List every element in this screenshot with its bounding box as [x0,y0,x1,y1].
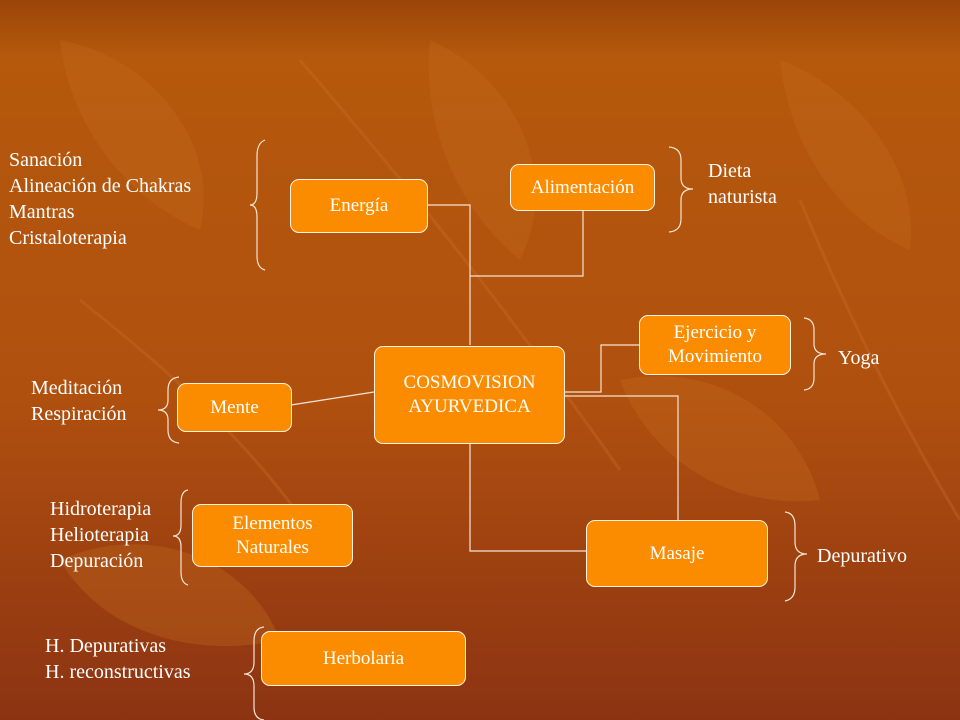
connector-ejercicio [564,344,640,393]
ejercicio-node: Ejercicio y Movimiento [639,315,791,375]
ejercicio-items: Yoga [838,347,880,369]
alimentacion-items: Dieta naturista [708,160,777,208]
center-node: COSMOVISION AYURVEDICA [374,346,565,444]
brace-masaje [784,511,808,602]
energia-items: Sanación Alineación de Chakras Mantras C… [9,149,192,249]
connector-masaje [469,444,586,552]
herbolaria-items: H. Depurativas H. reconstructivas [45,635,191,683]
elementos-items: Hidroterapia Helioterapia Depuración [50,498,152,572]
herbolaria-node: Herbolaria [261,631,466,686]
connector-alimentacion [470,210,584,277]
connector-masaje-top [564,395,679,520]
brace-elementos [172,489,189,586]
elementos-node: Elementos Naturales [192,504,353,567]
brace-herbolaria [243,626,265,720]
masaje-items: Depurativo [817,545,907,567]
brace-alimentacion [668,146,694,233]
connector-energia [427,204,471,345]
masaje-node: Masaje [586,520,768,587]
brace-mente [157,376,180,444]
alimentacion-node: Alimentación [510,164,655,211]
connector-mente [290,391,375,406]
mente-items: Meditación Respiración [31,377,127,425]
brace-ejercicio [803,317,827,391]
brace-energia [249,139,266,271]
mente-node: Mente [177,383,292,432]
energia-node: Energía [290,179,428,233]
